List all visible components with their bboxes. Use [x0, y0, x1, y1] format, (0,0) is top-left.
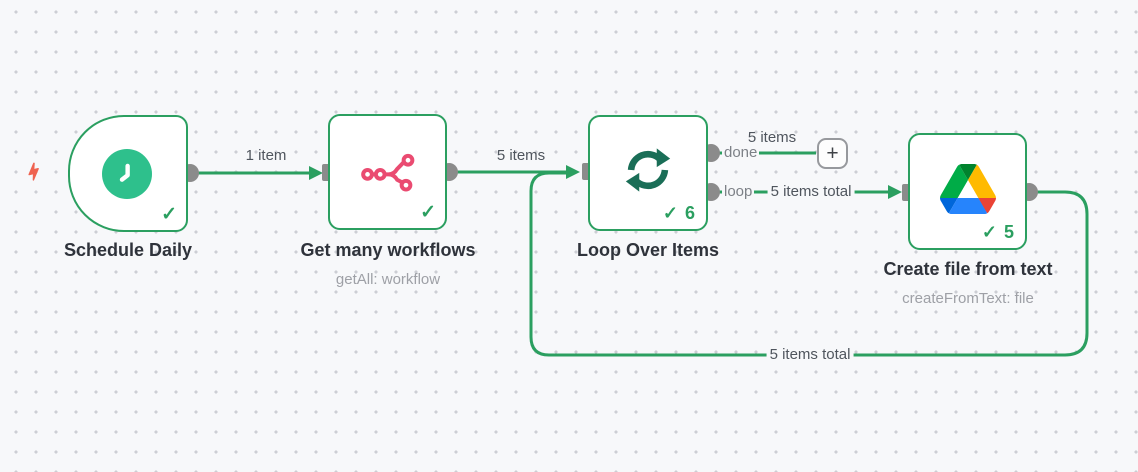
edge-label-loopback-5-items-total: 5 items total: [766, 347, 854, 363]
google-drive-icon: [939, 164, 996, 215]
success-check-icon: ✓: [420, 202, 436, 223]
edge-label-1-item: 1 item: [245, 147, 287, 164]
port-label-loop: loop: [722, 183, 755, 200]
edge-label-5-items: 5 items: [496, 147, 546, 164]
node-get-many-workflows[interactable]: ✓: [328, 114, 447, 230]
node-title-drive: Create file from text: [883, 259, 1053, 279]
run-count: 5: [1003, 222, 1015, 242]
node-title-getmany: Get many workflows: [300, 240, 476, 260]
n8n-share-icon: [359, 152, 417, 192]
trigger-lightning-icon: [22, 158, 47, 190]
node-loop-over-items[interactable]: ✓ 6: [588, 115, 708, 231]
success-check-icon: ✓: [981, 222, 998, 242]
node-subtitle-drive: createFromText: file: [902, 290, 1034, 307]
edge-arrow-drive: [888, 185, 902, 199]
clock-icon: [101, 148, 152, 199]
edge-label-5-items-total: 5 items total: [767, 184, 855, 200]
run-count-badge: ✓ 6: [663, 204, 696, 222]
loop-sync-icon: [620, 142, 676, 198]
edge-arrow-loop: [566, 165, 580, 179]
node-title-loop: Loop Over Items: [576, 240, 720, 260]
node-title-schedule: Schedule Daily: [63, 240, 193, 260]
success-check-icon: ✓: [662, 203, 679, 223]
add-node-button[interactable]: +: [817, 138, 848, 169]
plus-icon: +: [826, 142, 839, 165]
node-schedule-daily[interactable]: ✓: [68, 115, 188, 232]
edge-label-done-5-items: 5 items: [747, 129, 797, 146]
run-count-badge: ✓ 5: [982, 223, 1015, 241]
port-label-done: done: [722, 144, 760, 161]
edge-arrow-getmany: [309, 166, 323, 180]
run-count: 6: [684, 203, 696, 223]
success-check-icon: ✓: [161, 204, 177, 225]
node-create-file-from-text[interactable]: ✓ 5: [908, 133, 1027, 250]
node-subtitle-getmany: getAll: workflow: [335, 271, 441, 288]
